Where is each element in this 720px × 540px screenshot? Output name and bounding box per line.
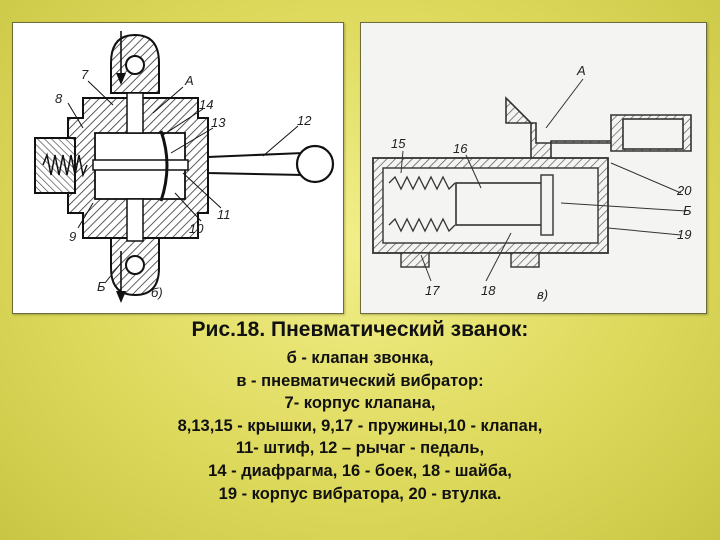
label-9: 9 [69, 229, 76, 244]
label-b: Б [97, 279, 106, 294]
label-14: 14 [199, 97, 213, 112]
label-8: 8 [55, 91, 63, 106]
foot-right [510, 252, 540, 268]
inlet-arrow-head [116, 73, 126, 85]
caption-line: 19 - корпус вибратора, 20 - втулка. [218, 484, 502, 503]
striker [455, 182, 547, 226]
label-a: А [184, 73, 194, 88]
valve-diagram: 7 8 А 14 13 12 9 10 11 Б б) [34, 31, 335, 303]
label-18: 18 [481, 283, 496, 298]
vibrator-diagram: А 15 16 20 Б 19 17 18 в) [372, 63, 692, 302]
label-b-right: Б [683, 203, 692, 218]
caption-line: б - клапан звонка, [286, 349, 434, 367]
lever-knob [295, 144, 335, 184]
spring [42, 152, 88, 178]
vertical-channel-lower [126, 198, 144, 242]
subfigure-label-v: в) [537, 287, 548, 302]
vibrator-diagram-panel: А 15 16 20 Б 19 17 18 в) [360, 22, 707, 314]
valve-diagram-panel: 7 8 А 14 13 12 9 10 11 Б б) [12, 22, 344, 314]
label-12: 12 [297, 113, 312, 128]
washer [540, 174, 554, 236]
diaphragm [159, 130, 169, 202]
bottom-lug-hole [125, 255, 145, 275]
caption-line: 8,13,15 - крышки, 9,17 - пружины,10 - кл… [177, 416, 543, 435]
label-a-right: А [576, 63, 586, 78]
label-19: 19 [677, 227, 691, 242]
label-10: 10 [189, 221, 204, 236]
label-20: 20 [676, 183, 692, 198]
caption-line: 7- корпус клапана, [284, 394, 436, 413]
valve-stem [92, 159, 189, 171]
label-16: 16 [453, 141, 468, 156]
spring-upper [388, 175, 456, 191]
label-11: 11 [217, 207, 231, 222]
caption-title: Рис.18. Пневматический званок: [191, 318, 529, 341]
label-15: 15 [391, 136, 406, 151]
caption-line: в - пневматический вибратор: [236, 371, 484, 390]
leader-lines [67, 80, 299, 284]
lever [207, 151, 304, 177]
subfigure-label-b: б) [151, 285, 163, 300]
top-lug-hole [125, 55, 145, 75]
label-7: 7 [81, 67, 89, 82]
figure-caption: Рис.18. Пневматический званок: б - клапа… [0, 312, 720, 505]
vertical-channel [126, 92, 144, 134]
caption-line: 11- штиф, 12 – рычаг - педаль, [235, 439, 485, 458]
sleeve [622, 118, 684, 150]
spring-lower [388, 217, 456, 233]
caption-line: 14 - диафрагма, 16 - боек, 18 - шайба, [208, 461, 512, 480]
label-13: 13 [211, 115, 226, 130]
label-17: 17 [425, 283, 440, 298]
leader-lines-right [400, 78, 687, 282]
outlet-arrow-head [116, 291, 126, 303]
